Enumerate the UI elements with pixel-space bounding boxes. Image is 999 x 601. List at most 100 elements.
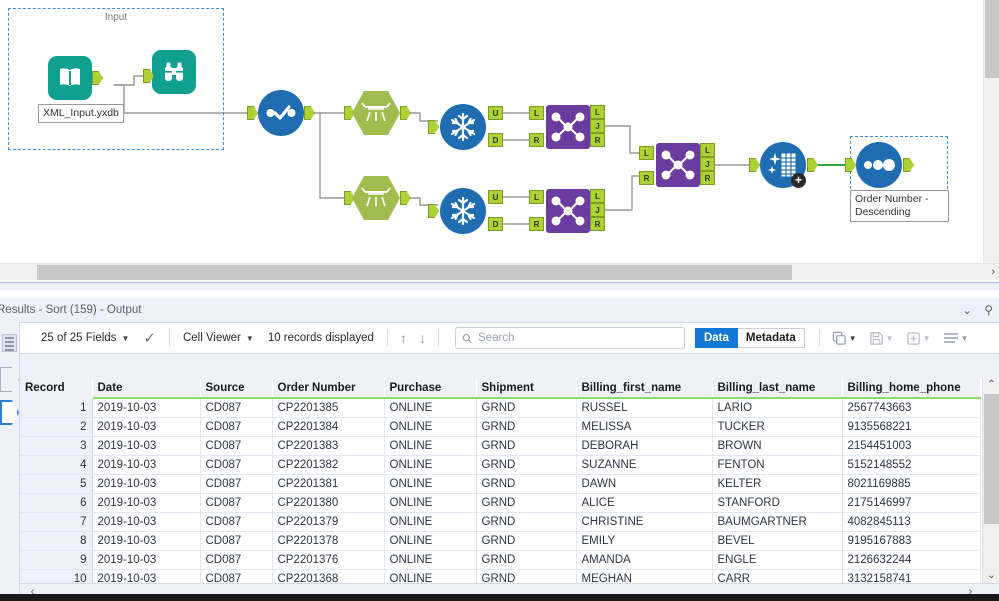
cell-value[interactable]: 2019-10-03: [92, 455, 201, 475]
cell-value[interactable]: ONLINE: [384, 398, 477, 418]
cleanse-output-anchor[interactable]: [807, 158, 818, 172]
cell-value[interactable]: 2175146997: [842, 493, 981, 513]
cell-value[interactable]: CHRISTINE: [576, 512, 713, 532]
unique-top-duplicate-anchor[interactable]: D: [488, 133, 503, 147]
join-final-right-output[interactable]: R: [700, 171, 715, 185]
cell-value[interactable]: CP2201376: [272, 550, 385, 570]
cell-value[interactable]: RUSSEL: [576, 398, 713, 418]
cell-value[interactable]: GRND: [476, 455, 577, 475]
cell-value[interactable]: BEVEL: [712, 531, 843, 551]
filter-tool-top[interactable]: [344, 91, 411, 135]
browse-input-anchor[interactable]: [143, 69, 154, 83]
cell-record[interactable]: 1: [20, 398, 93, 418]
cleanse-input-anchor[interactable]: [749, 158, 760, 172]
export-button[interactable]: ▼: [900, 331, 937, 346]
cell-value[interactable]: CD087: [200, 493, 273, 513]
scroll-down-button[interactable]: ↓: [418, 330, 426, 346]
cell-value[interactable]: GRND: [476, 493, 577, 513]
save-button[interactable]: ▼: [863, 331, 900, 346]
column-header-shipment[interactable]: Shipment: [476, 378, 577, 399]
cell-value[interactable]: ONLINE: [384, 493, 477, 513]
cell-record[interactable]: 5: [20, 474, 93, 494]
cell-value[interactable]: 4082845113: [842, 512, 981, 532]
cell-value[interactable]: GRND: [476, 531, 577, 551]
canvas-horizontal-scrollbar[interactable]: ›: [0, 263, 999, 280]
cell-value[interactable]: GRND: [476, 436, 577, 456]
cell-value[interactable]: CD087: [200, 474, 273, 494]
cell-value[interactable]: 9195167883: [842, 531, 981, 551]
cell-value[interactable]: CD087: [200, 531, 273, 551]
cell-value[interactable]: CD087: [200, 512, 273, 532]
output-anchor-tab-selected[interactable]: [0, 400, 19, 425]
input-data-tool[interactable]: [48, 56, 103, 100]
search-input[interactable]: [478, 332, 678, 344]
chevron-down-icon[interactable]: ▼: [885, 333, 894, 343]
cell-value[interactable]: CP2201383: [272, 436, 385, 456]
cell-record[interactable]: 8: [20, 531, 93, 551]
scroll-left-icon[interactable]: ‹: [30, 586, 35, 598]
column-header-date[interactable]: Date: [92, 378, 201, 399]
sort-output-anchor[interactable]: [903, 158, 914, 172]
cell-value[interactable]: SUZANNE: [576, 455, 713, 475]
join-top-join-output[interactable]: J: [590, 119, 605, 133]
chevron-down-icon[interactable]: ▼: [245, 333, 254, 343]
cell-value[interactable]: CP2201382: [272, 455, 385, 475]
copy-button[interactable]: ▼: [826, 331, 863, 346]
cell-value[interactable]: 9135568221: [842, 417, 981, 437]
cell-value[interactable]: GRND: [476, 398, 577, 418]
cell-value[interactable]: ONLINE: [384, 531, 477, 551]
cell-value[interactable]: 8021169885: [842, 474, 981, 494]
cell-value[interactable]: ONLINE: [384, 550, 477, 570]
cell-value[interactable]: CP2201381: [272, 474, 385, 494]
cell-value[interactable]: DEBORAH: [576, 436, 713, 456]
table-vertical-scrollbar[interactable]: ⌃ ⌄: [982, 378, 999, 583]
filter-bottom-output-anchor[interactable]: [400, 191, 411, 205]
fields-selector[interactable]: 25 of 25 Fields ▼: [34, 323, 136, 353]
join-final-left-input[interactable]: L: [639, 146, 654, 160]
cell-value[interactable]: FENTON: [712, 455, 843, 475]
cell-value[interactable]: 2019-10-03: [92, 474, 201, 494]
tool-container-input[interactable]: Input: [8, 8, 224, 150]
column-header-billing-last-name[interactable]: Billing_last_name: [712, 378, 843, 399]
select-tool[interactable]: [247, 90, 315, 136]
table-vertical-thumb[interactable]: [984, 394, 999, 524]
scroll-down-icon[interactable]: ⌄: [987, 570, 996, 581]
unique-top-unique-anchor[interactable]: U: [488, 106, 503, 120]
workflow-canvas[interactable]: Input: [0, 0, 999, 290]
chevron-down-icon[interactable]: ▼: [922, 333, 931, 343]
cell-value[interactable]: CP2201378: [272, 531, 385, 551]
join-final-left-output[interactable]: L: [700, 143, 715, 157]
unique-bottom-input-anchor[interactable]: [428, 204, 439, 218]
unique-tool-bottom[interactable]: U D: [428, 188, 503, 234]
cell-value[interactable]: 2019-10-03: [92, 417, 201, 437]
cell-value[interactable]: GRND: [476, 512, 577, 532]
cell-value[interactable]: 2019-10-03: [92, 531, 201, 551]
cell-value[interactable]: CP2201379: [272, 512, 385, 532]
cell-value[interactable]: GRND: [476, 550, 577, 570]
cell-record[interactable]: 2: [20, 417, 93, 437]
cell-value[interactable]: AMANDA: [576, 550, 713, 570]
chevron-down-icon[interactable]: ▼: [960, 333, 969, 343]
column-header-billing-first-name[interactable]: Billing_first_name: [576, 378, 713, 399]
cell-value[interactable]: 2019-10-03: [92, 436, 201, 456]
cell-value[interactable]: MELISSA: [576, 417, 713, 437]
unique-tool-top[interactable]: U D: [428, 104, 503, 150]
unique-bottom-unique-anchor[interactable]: U: [488, 190, 503, 204]
join-bottom-left-input[interactable]: L: [529, 190, 544, 204]
column-header-record[interactable]: Record: [20, 378, 93, 399]
output-anchor-tab[interactable]: [0, 367, 19, 392]
join-top-right-input[interactable]: R: [529, 133, 544, 147]
cell-record[interactable]: 7: [20, 512, 93, 532]
cell-value[interactable]: CD087: [200, 417, 273, 437]
join-top-left-input[interactable]: L: [529, 106, 544, 120]
canvas-horizontal-thumb[interactable]: [37, 265, 792, 280]
check-icon[interactable]: ✓: [143, 330, 156, 347]
tab-data[interactable]: Data: [694, 328, 738, 348]
cell-value[interactable]: GRND: [476, 417, 577, 437]
cell-value[interactable]: ENGLE: [712, 550, 843, 570]
